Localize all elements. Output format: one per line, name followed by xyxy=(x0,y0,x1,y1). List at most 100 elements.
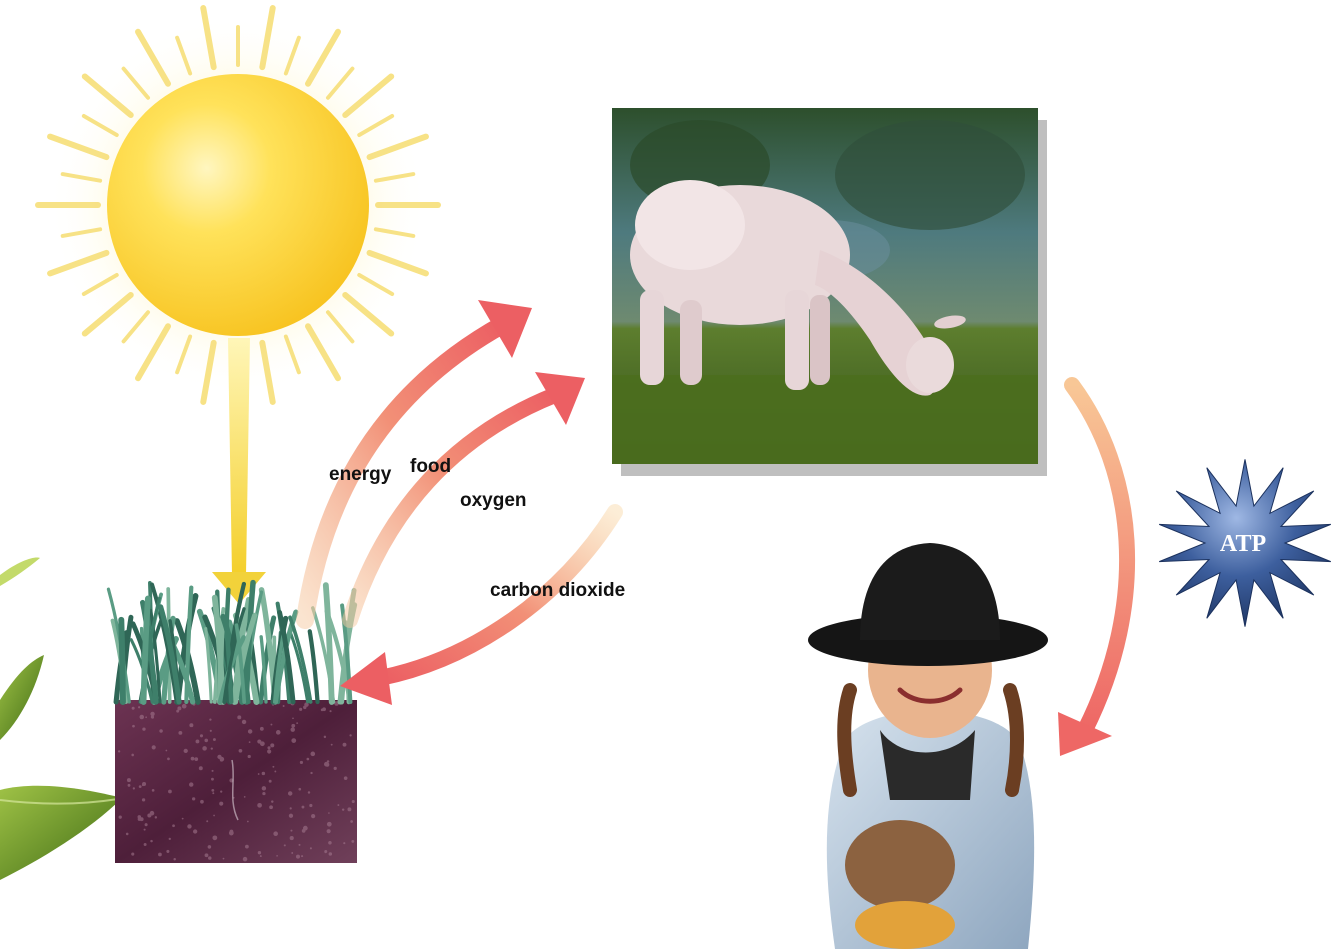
soil-speck xyxy=(128,784,131,787)
soil-speck xyxy=(193,829,197,833)
soil-speck xyxy=(200,800,204,804)
soil-speck xyxy=(118,750,120,752)
soil-speck xyxy=(167,758,170,761)
soil-speck xyxy=(126,833,129,836)
soil-speck xyxy=(202,746,207,751)
soil-speck xyxy=(290,830,292,832)
soil-speck xyxy=(347,807,351,811)
soil-speck xyxy=(248,729,252,733)
soil-speck xyxy=(223,858,225,860)
soil-speck xyxy=(210,730,212,732)
soil-speck xyxy=(249,741,251,743)
soil-speck xyxy=(302,806,305,809)
soil-speck xyxy=(262,792,265,795)
soil-speck xyxy=(127,778,131,782)
soil-speck xyxy=(322,707,326,711)
soil-speck xyxy=(309,804,312,807)
soil-speck xyxy=(269,805,273,809)
soil-speck xyxy=(220,758,223,761)
soil-speck xyxy=(262,786,266,790)
soil-speck xyxy=(276,730,281,735)
soil-speck xyxy=(150,712,154,716)
soil-speck xyxy=(258,851,261,854)
soil-speck xyxy=(139,785,142,788)
soil-speck xyxy=(131,754,134,757)
soil-speck xyxy=(152,789,155,792)
soil-speck xyxy=(131,853,134,856)
girl-photo xyxy=(808,543,1048,949)
lamb-to-girl-arrow xyxy=(1058,385,1127,756)
soil-speck xyxy=(351,840,354,843)
oxygen-label: oxygen xyxy=(460,490,527,512)
soil-speck xyxy=(213,815,215,817)
soil-speck xyxy=(291,727,295,731)
soil-speck xyxy=(189,782,193,786)
soil-speck xyxy=(220,791,222,793)
soil-speck xyxy=(177,706,181,710)
soil-speck xyxy=(212,835,217,840)
soil-speck xyxy=(257,739,261,743)
soil-speck xyxy=(172,824,175,827)
soil-speck xyxy=(310,847,312,849)
soil-speck xyxy=(132,707,135,710)
soil-speck xyxy=(165,750,167,752)
soil-speck xyxy=(276,855,278,857)
soil-speck xyxy=(211,778,214,781)
soil-speck xyxy=(155,816,157,818)
soil-speck xyxy=(208,845,212,849)
soil-speck xyxy=(243,857,247,861)
soil-speck xyxy=(191,757,195,761)
soil-speck xyxy=(303,826,308,831)
soil-speck xyxy=(140,715,145,720)
soil-speck xyxy=(150,840,152,842)
soil-speck xyxy=(142,798,145,801)
soil-speck xyxy=(145,716,147,718)
soil-speck xyxy=(178,731,182,735)
soil-speck xyxy=(324,736,326,738)
soil-speck xyxy=(219,802,223,806)
soil-speck xyxy=(344,776,348,780)
soil-speck xyxy=(311,814,315,818)
soil-speck xyxy=(296,722,298,724)
soil-speck xyxy=(291,738,296,743)
soil-speck xyxy=(290,807,292,809)
atp-starburst: ATP xyxy=(1159,459,1331,626)
soil-speck xyxy=(138,706,140,708)
soil-speck xyxy=(328,812,330,814)
grass-blade xyxy=(310,631,318,702)
soil-speck xyxy=(343,842,345,844)
soil-speck xyxy=(327,822,332,827)
soil-speck xyxy=(291,852,293,854)
soil-speck xyxy=(200,734,203,737)
soil-speck xyxy=(334,767,337,770)
soil-speck xyxy=(325,852,327,854)
soil-speck xyxy=(331,744,333,746)
soil-speck xyxy=(260,855,262,857)
soil-speck xyxy=(212,770,214,772)
soil-speck xyxy=(119,816,122,819)
soil-speck xyxy=(270,724,272,726)
soil-speck xyxy=(196,740,200,744)
soil-speck xyxy=(329,710,331,712)
soil-speck xyxy=(217,755,221,759)
soil-speck xyxy=(194,757,198,761)
soil-speck xyxy=(173,858,175,860)
soil-speck xyxy=(245,845,249,849)
soil-speck xyxy=(213,738,216,741)
soil-speck xyxy=(209,719,211,721)
lamb-photo xyxy=(612,108,1047,476)
soil-speck xyxy=(337,804,339,806)
soil-speck xyxy=(327,829,331,833)
soil-speck xyxy=(267,746,270,749)
soil-speck xyxy=(310,772,312,774)
soil-speck xyxy=(211,789,214,792)
soil-speck xyxy=(159,729,162,732)
soil-speck xyxy=(328,841,332,845)
soil-speck xyxy=(267,749,271,753)
soil-speck xyxy=(274,771,276,773)
energy-label: energy xyxy=(329,464,391,486)
soil-speck xyxy=(352,800,355,803)
atp-label: ATP xyxy=(1220,531,1266,557)
soil-speck xyxy=(147,813,151,817)
soil-speck xyxy=(169,838,171,840)
